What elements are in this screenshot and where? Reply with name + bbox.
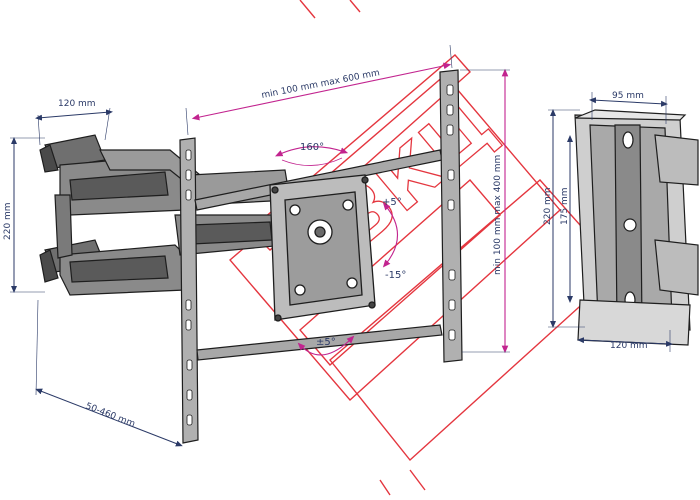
label-vertical-vesa: min 100 mm max 400 mm: [493, 155, 503, 275]
label-wallplate-bottom: 120 mm: [610, 341, 648, 351]
tv-rail-right: [439, 69, 463, 363]
label-rotation: ±5°: [316, 337, 336, 348]
dimension-arm-height: 220 mm: [3, 137, 45, 293]
label-swivel: 160°: [300, 142, 324, 153]
dimension-wallplate-bottom: 120 mm: [577, 330, 673, 352]
label-arm-height: 220 mm: [3, 202, 13, 240]
dimension-wallplate-height-inner: 175 mm: [560, 135, 573, 303]
label-wallplate-height-inner: 175 mm: [560, 187, 570, 225]
label-horizontal-vesa: min 100 mm max 600 mm: [261, 68, 381, 101]
tv-rail-left: [179, 137, 199, 444]
wall-plate-side-view: [574, 109, 699, 346]
label-wallplate-height-outer: 220 mm: [543, 187, 553, 225]
label-tilt-down: -15°: [385, 270, 406, 281]
tilt-angle-indicator: +5° -15°: [382, 197, 406, 281]
wall-bracket-left: [39, 134, 291, 296]
label-arm-width: 120 mm: [58, 99, 96, 109]
dimension-vertical-vesa: min 100 mm max 400 mm: [460, 68, 510, 354]
label-wallplate-top: 95 mm: [612, 91, 644, 101]
dimension-wallplate-height-outer: 220 mm: [543, 109, 585, 328]
vesa-plate: [269, 174, 376, 322]
rotation-angle-indicator: ±5°: [297, 335, 355, 356]
dimension-arm-width: 120 mm: [35, 99, 113, 146]
dimension-wallplate-top: 95 mm: [589, 91, 668, 124]
label-tilt-up: +5°: [382, 197, 402, 208]
dimension-extension: 50-460 mm: [35, 299, 183, 447]
swivel-angle-indicator: 160°: [275, 142, 349, 166]
label-extension: 50-460 mm: [84, 401, 136, 429]
